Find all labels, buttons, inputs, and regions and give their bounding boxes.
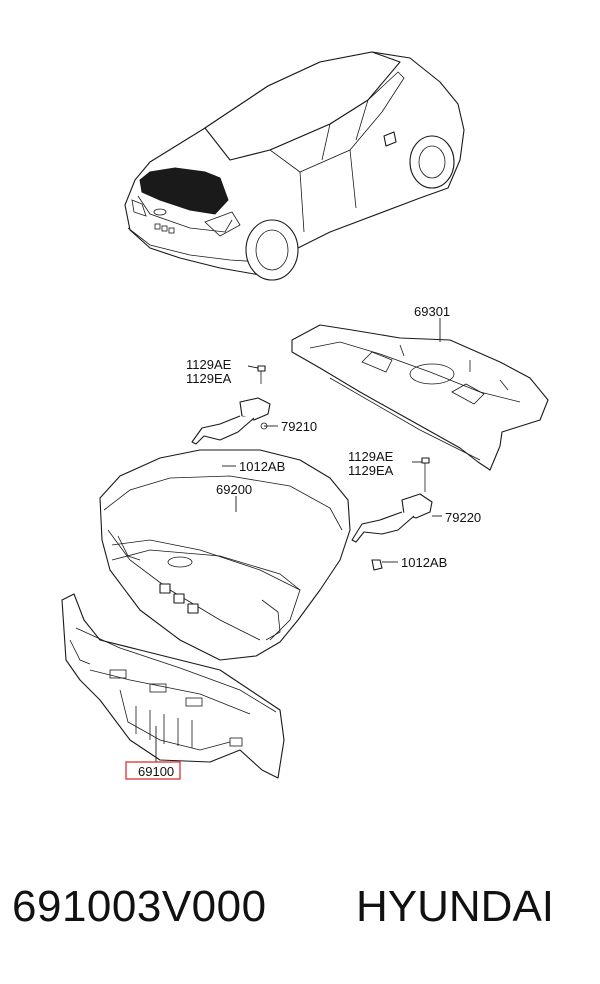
footer: 691003V000 HYUNDAI (0, 872, 600, 952)
callout-79220: 79220 (445, 510, 481, 525)
callout-1129ea-left: 1129EA (186, 371, 232, 386)
highlight-box (125, 761, 181, 780)
left-hinge-assembly (191, 365, 271, 473)
right-hinge-assembly (351, 457, 433, 571)
callout-1129ea-right: 1129EA (348, 463, 394, 478)
leader-lines (155, 318, 442, 762)
callout-69100: 69100 (138, 764, 174, 779)
callout-69200: 69200 (216, 482, 252, 497)
callout-79210: 79210 (281, 419, 317, 434)
rear-package-tray (291, 324, 549, 471)
trunk-lid (99, 449, 351, 661)
back-panel (61, 593, 285, 779)
brand-name: HYUNDAI (356, 882, 555, 931)
callout-1012ab-right: 1012AB (401, 555, 447, 570)
callout-1129ae-left: 1129AE (186, 357, 232, 372)
callout-69301: 69301 (414, 304, 450, 319)
callout-1012ab-left: 1012AB (239, 459, 285, 474)
part-number: 691003V000 (12, 882, 267, 931)
parts-diagram: 69301 1129AE 1129EA 79210 1012AB 69200 1… (61, 51, 549, 780)
car-illustration (124, 51, 465, 281)
callout-1129ae-right: 1129AE (348, 449, 394, 464)
